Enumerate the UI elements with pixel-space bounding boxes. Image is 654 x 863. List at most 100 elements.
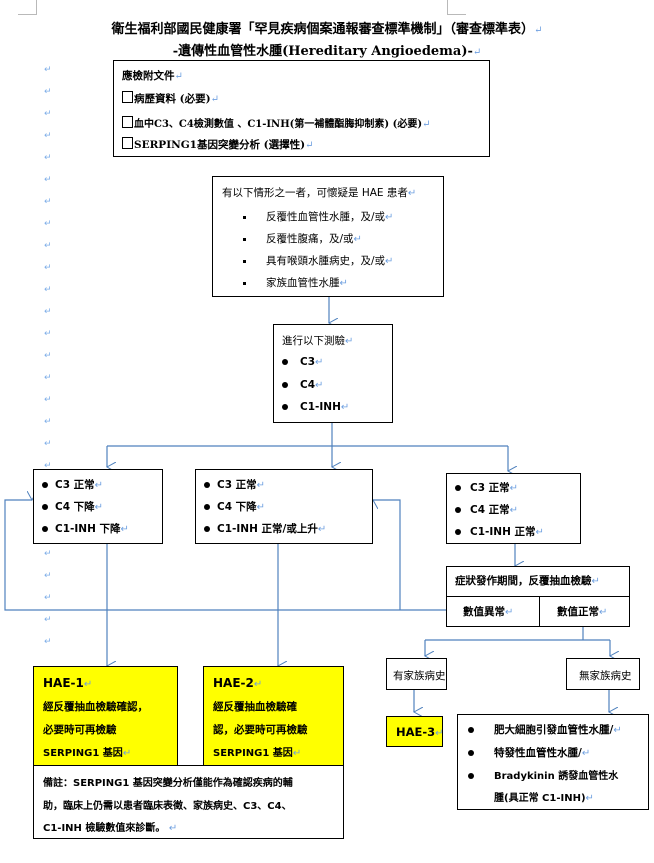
repeat-test-heading: 症狀發作期間，反覆抽血檢驗↵	[455, 575, 600, 587]
document-item[interactable]: SERPING1基因突變分析 (選擇性)↵	[122, 137, 313, 152]
bullet-icon	[468, 750, 474, 756]
bullet-icon	[468, 773, 474, 779]
hae3-box: HAE-3↵	[386, 716, 444, 747]
hae1-box: HAE-1↵ 經反覆抽血檢驗確認， 必要時可再檢驗 SERPING1 基因↵	[33, 666, 178, 766]
paragraph-mark-icon: ↵	[44, 197, 52, 207]
test-item: C1-INH↵	[282, 401, 349, 413]
suspect-item: 家族血管性水腫↵	[243, 275, 348, 290]
result-box-hae2: C3 正常↵ C4 下降↵ C1-INH 正常/或上升↵	[195, 469, 373, 544]
paragraph-mark-icon: ↵	[44, 615, 52, 625]
paragraph-mark-icon: ↵	[44, 593, 52, 603]
hae1-text: SERPING1 基因↵	[43, 748, 132, 759]
document-subtitle: -遺傳性血管性水腫(Hereditary Angioedema)-↵	[172, 44, 482, 59]
note-text: 備註：SERPING1 基因突變分析僅能作為確認疾病的輔	[43, 778, 293, 789]
result-item: C4 正常↵	[455, 502, 518, 517]
paragraph-mark-icon: ↵	[44, 307, 52, 317]
page-corner-mark-right	[447, 0, 466, 15]
other-causes-box: 肥大細胞引發血管性水腫/↵ 特發性血管性水腫/↵ Bradykinin 誘發血管…	[457, 714, 649, 810]
bullet-icon	[204, 504, 210, 510]
result-item: C1-INH 下降↵	[42, 521, 129, 536]
note-text: C1-INH 檢驗數值來診斷。 ↵	[43, 823, 178, 834]
bullet-icon	[42, 482, 48, 488]
result-item: C1-INH 正常/或上升↵	[204, 521, 326, 536]
result-item: C1-INH 正常↵	[455, 524, 544, 539]
bullet-icon	[243, 215, 246, 219]
hae2-text: SERPING1 基因↵	[213, 748, 302, 759]
paragraph-mark-icon: ↵	[44, 87, 52, 97]
note-text: 助，臨床上仍需以患者臨床表徵、家族病史、C3、C4、	[43, 801, 292, 812]
family-history-no-label: 無家族病史	[579, 670, 632, 682]
paragraph-mark-icon: ↵	[44, 395, 52, 405]
hae2-text: 經反覆抽血檢驗確	[213, 701, 297, 713]
connector-abnormal-loop-2	[373, 500, 401, 610]
paragraph-mark-icon: ↵	[44, 637, 52, 647]
family-history-no-box: 無家族病史	[566, 658, 640, 690]
repeat-test-box: 症狀發作期間，反覆抽血檢驗↵ 數值異常↵ 數值正常↵	[446, 566, 630, 627]
normal-value-label: 數值正常↵	[557, 606, 608, 618]
other-cause-item: 肥大細胞引發血管性水腫/↵	[468, 722, 622, 737]
paragraph-mark-icon: ↵	[44, 65, 52, 75]
family-history-yes-box: 有家族病史	[386, 658, 447, 690]
result-item: C4 下降↵	[42, 499, 103, 514]
paragraph-mark-icon: ↵	[44, 285, 52, 295]
test-item: C3↵	[282, 356, 323, 368]
bullet-icon	[243, 259, 246, 263]
suspect-item: 具有喉頭水腫病史，及/或↵	[243, 253, 393, 268]
document-item[interactable]: 病歷資料 (必要)↵	[122, 91, 219, 106]
paragraph-mark-icon: ↵	[44, 241, 52, 251]
paragraph-mark-icon: ↵	[44, 175, 52, 185]
paragraph-mark-icon: ↵	[44, 153, 52, 163]
bullet-icon	[282, 404, 288, 410]
bullet-icon	[42, 504, 48, 510]
hae2-text: 認，必要時可再檢驗	[213, 724, 308, 736]
bullet-icon	[204, 526, 210, 532]
suspect-heading: 有以下情形之一者，可懷疑是 HAE 患者↵	[222, 187, 417, 199]
checkbox-icon[interactable]	[122, 116, 133, 128]
result-item: C4 下降↵	[204, 499, 265, 514]
result-item: C3 正常↵	[42, 477, 103, 492]
hae1-text: 必要時可再檢驗	[43, 724, 117, 736]
bullet-icon	[455, 485, 461, 491]
abnormal-value-label: 數值異常↵	[463, 606, 514, 618]
other-cause-item: 特發性血管性水腫/↵	[468, 745, 590, 760]
result-item: C3 正常↵	[455, 480, 518, 495]
hae2-title: HAE-2↵	[213, 676, 263, 690]
bullet-icon	[282, 382, 288, 388]
test-item: C4↵	[282, 379, 323, 391]
paragraph-mark-icon: ↵	[44, 263, 52, 273]
family-history-yes-label: 有家族病史	[393, 670, 446, 682]
note-box: 備註：SERPING1 基因突變分析僅能作為確認疾病的輔 助，臨床上仍需以患者臨…	[33, 765, 344, 839]
documents-heading: 應檢附文件↵	[122, 70, 183, 82]
bullet-icon	[468, 727, 474, 733]
paragraph-mark-icon: ↵	[44, 219, 52, 229]
bullet-icon	[204, 482, 210, 488]
suspect-item: 反覆性血管性水腫，及/或↵	[243, 209, 393, 224]
hae2-box: HAE-2↵ 經反覆抽血檢驗確 認，必要時可再檢驗 SERPING1 基因↵	[203, 666, 344, 766]
checkbox-icon[interactable]	[122, 91, 133, 103]
paragraph-mark-icon: ↵	[44, 131, 52, 141]
result-box-normal: C3 正常↵ C4 正常↵ C1-INH 正常↵	[446, 473, 581, 544]
paragraph-mark-icon: ↵	[44, 329, 52, 339]
bullet-icon	[42, 526, 48, 532]
paragraph-mark-icon: ↵	[44, 373, 52, 383]
page-corner-mark-left	[18, 0, 37, 15]
paragraph-mark-icon: ↵	[44, 439, 52, 449]
bullet-icon	[243, 237, 246, 241]
required-documents-box: 應檢附文件↵ 病歷資料 (必要)↵ 血中C3、C4檢測數值 、C1-INH(第一…	[113, 60, 490, 157]
tests-heading: 進行以下測驗↵	[282, 335, 354, 347]
paragraph-mark-icon: ↵	[44, 571, 52, 581]
hae3-title: HAE-3↵	[396, 725, 444, 739]
other-cause-item-continued: 腫(具正常 C1-INH)↵	[494, 793, 594, 804]
result-item: C3 正常↵	[204, 477, 265, 492]
bullet-icon	[455, 507, 461, 513]
other-cause-item: Bradykinin 誘發血管性水	[468, 767, 618, 782]
bullet-icon	[282, 359, 288, 365]
suspect-item: 反覆性腹痛，及/或↵	[243, 231, 362, 246]
bullet-icon	[455, 529, 461, 535]
hae1-title: HAE-1↵	[43, 676, 93, 690]
paragraph-mark-icon: ↵	[44, 351, 52, 361]
hae1-text: 經反覆抽血檢驗確認，	[43, 701, 148, 713]
checkbox-icon[interactable]	[122, 137, 133, 149]
document-item[interactable]: 血中C3、C4檢測數值 、C1-INH(第一補體酯脢抑制素) (必要)↵	[122, 115, 430, 130]
tests-box: 進行以下測驗↵ C3↵ C4↵ C1-INH↵	[273, 324, 393, 423]
